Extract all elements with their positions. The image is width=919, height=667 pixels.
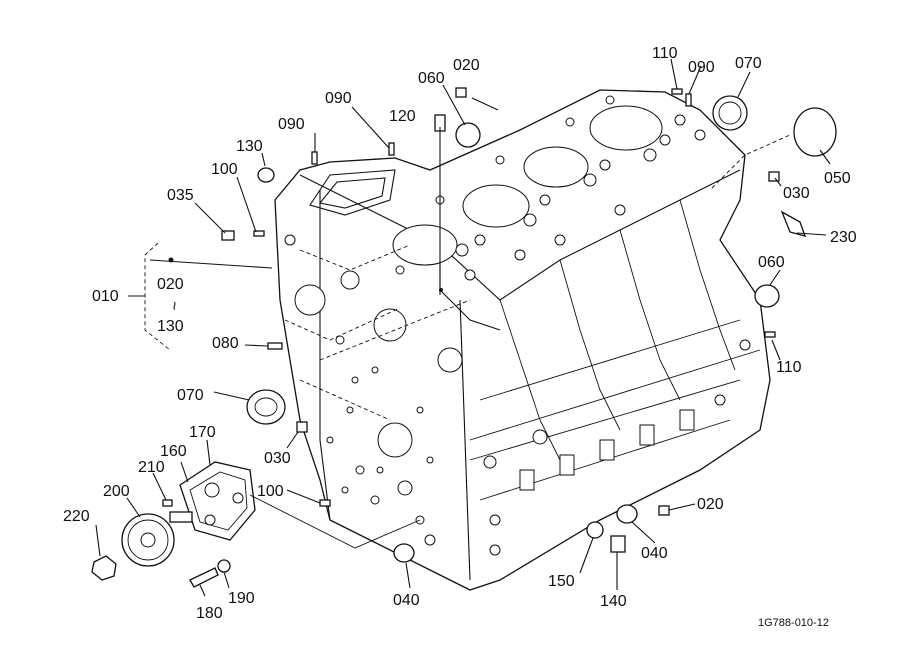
callout-060-right: 060 [758,254,785,271]
callout-080: 080 [212,335,239,352]
callout-130-group: 130 [157,318,184,335]
callout-170: 170 [189,424,216,441]
callout-200: 200 [103,483,130,500]
callout-100-b: 100 [257,483,284,500]
callout-120: 120 [389,108,416,125]
figure-reference: 1G788-010-12 [758,617,829,629]
leader-lines [95,58,831,597]
callout-060-top: 060 [418,70,445,87]
callout-020-top: 020 [453,57,480,74]
callout-090-a: 090 [278,116,305,133]
callout-040-bottom: 040 [393,592,420,609]
callout-035: 035 [167,187,194,204]
callout-020-group: 020 [157,276,184,293]
callout-210: 210 [138,459,165,476]
callout-090-b: 090 [325,90,352,107]
callout-220: 220 [63,508,90,525]
callout-140: 140 [600,593,627,610]
callout-090-c: 090 [688,59,715,76]
callout-040-right: 040 [641,545,668,562]
oil-pump-assembly [91,461,256,581]
callout-010: 010 [92,288,119,305]
callout-labels: 010 020 ~ 130 020 060 120 090 090 130 10… [63,45,857,629]
cylinder-block [274,89,771,591]
callout-110-top: 110 [652,45,678,62]
callout-230: 230 [830,229,857,246]
callout-range-symbol: ~ [165,301,182,310]
callout-110-right: 110 [776,359,802,376]
callout-030-right: 030 [783,185,810,202]
callout-180: 180 [196,605,223,622]
callout-190: 190 [228,590,255,607]
callout-030-left: 030 [264,450,291,467]
callout-070-top: 070 [735,55,762,72]
callout-100-a: 100 [211,161,238,178]
loose-parts [189,87,837,588]
callout-130: 130 [236,138,263,155]
callout-070-left: 070 [177,387,204,404]
callout-150: 150 [548,573,575,590]
callout-020-bottom: 020 [697,496,724,513]
callout-050: 050 [824,170,851,187]
callout-160: 160 [160,443,187,460]
